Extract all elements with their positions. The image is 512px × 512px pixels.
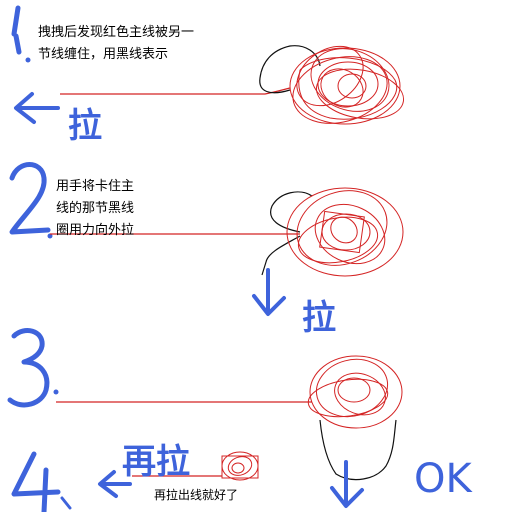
ok-label: OK — [414, 456, 472, 502]
step-2 — [9, 162, 404, 316]
step-2-red-tangle — [286, 187, 404, 277]
step-1-red-main-thread — [60, 87, 291, 95]
step-4-dot — [60, 496, 72, 510]
step-2-down-arrow — [252, 268, 286, 316]
step-2-black-loop — [261, 191, 313, 276]
step-2-dot — [47, 233, 53, 239]
step-4-left-arrow — [98, 470, 132, 498]
step-3-numeral — [7, 328, 50, 408]
step-3 — [7, 328, 403, 481]
step-4-red-tangle — [221, 451, 259, 481]
step-1-numeral — [11, 5, 22, 55]
step-4 — [11, 451, 364, 512]
step-1-left-arrow — [14, 92, 60, 124]
step-3-red-tangle — [307, 355, 403, 429]
step-1-caption: 拽拽后发现红色主线被另一 节线缠住，用黑线表示 — [38, 25, 195, 62]
step-3-dot — [53, 389, 59, 395]
step-2-action: 拉 — [302, 298, 336, 338]
step-2-numeral — [9, 162, 51, 235]
step-1-black-loop — [259, 45, 321, 94]
step-2-caption: 用手将卡住主 线的那节黑线 圈用力向外拉 — [56, 179, 135, 238]
ok-down-arrow — [330, 460, 364, 508]
step-1-dot — [25, 57, 31, 63]
step-3-black-loop — [319, 419, 397, 481]
step-4-action: 再拉 — [122, 442, 190, 482]
step-1 — [11, 5, 405, 125]
step-1-red-tangle — [289, 45, 405, 125]
step-4-numeral — [11, 451, 61, 512]
step-4-caption: 再拉出线就好了 — [154, 488, 239, 502]
step-1-action: 拉 — [68, 106, 102, 146]
